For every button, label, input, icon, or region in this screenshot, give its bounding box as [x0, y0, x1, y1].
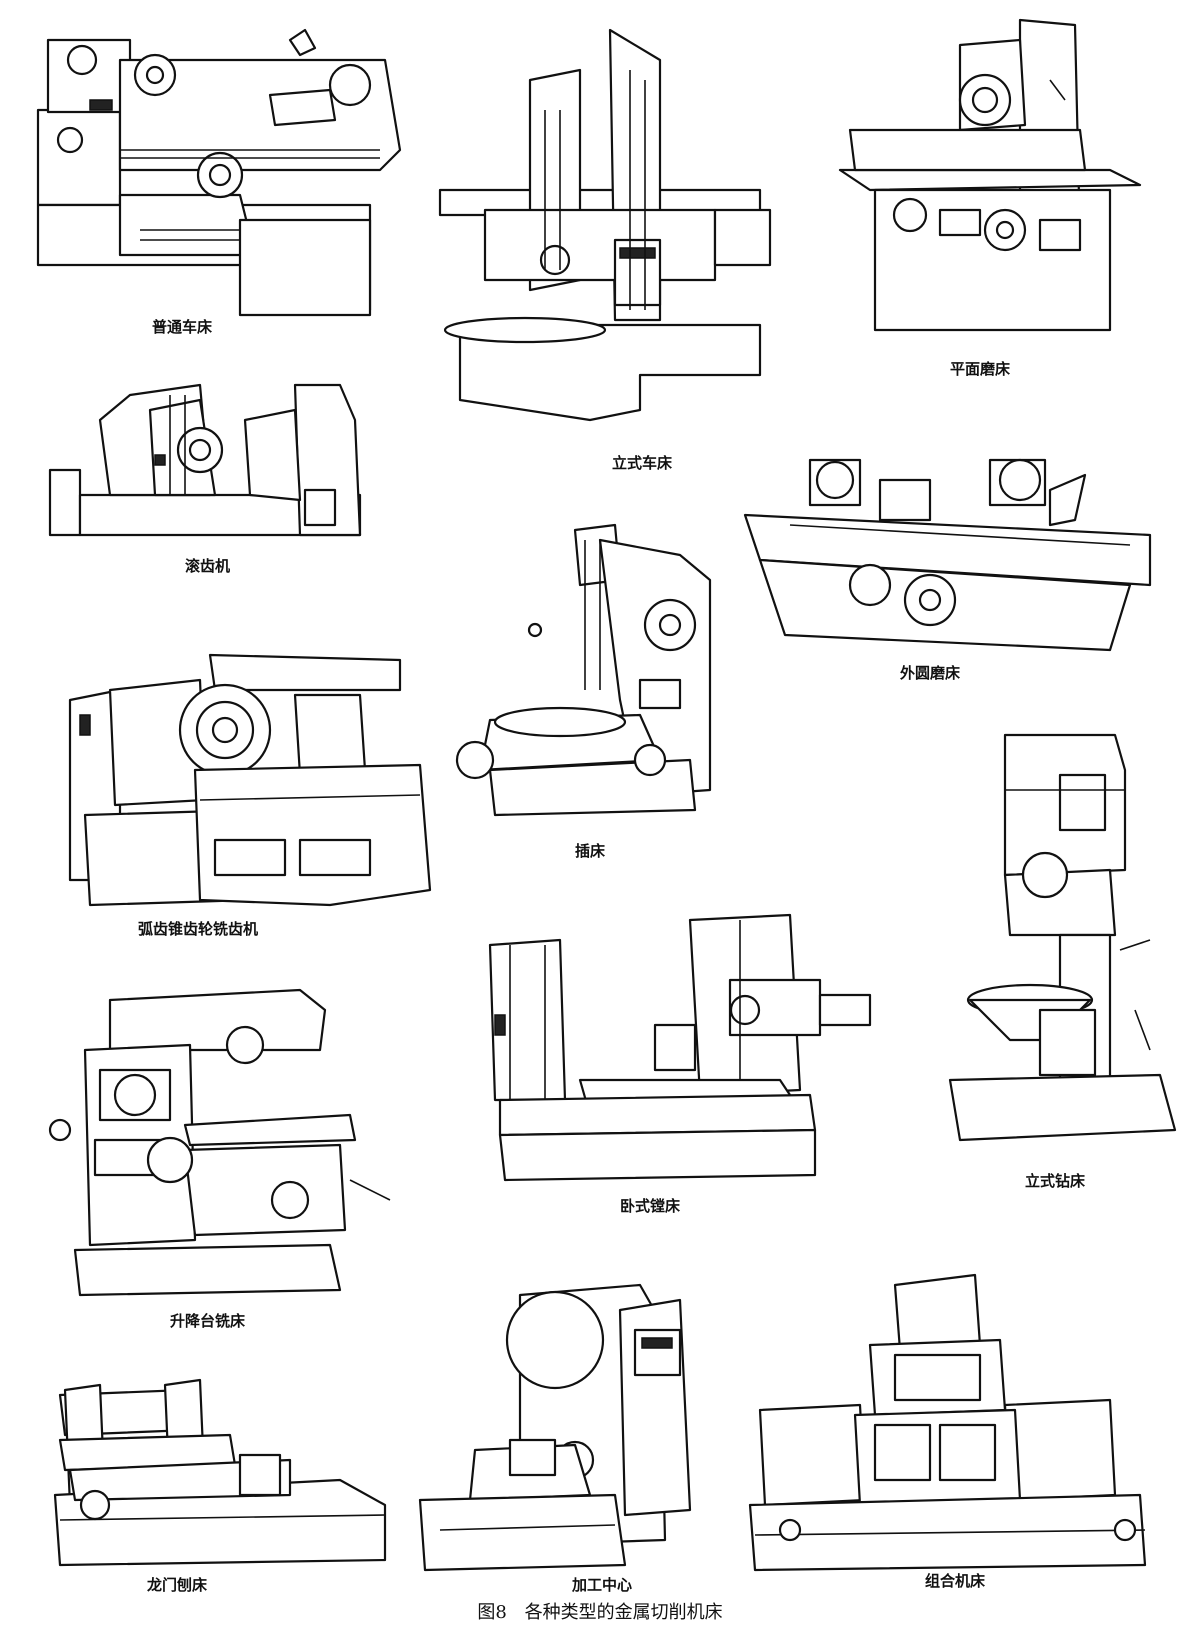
- label-engine-lathe: 普通车床: [152, 318, 213, 336]
- label-machining-center: 加工中心: [572, 1576, 633, 1594]
- figure-title: 各种类型的金属切削机床: [524, 1602, 723, 1623]
- figure-number: 图8: [477, 1602, 507, 1623]
- engine-lathe-drawing: [36, 28, 402, 317]
- combination-machine-tool-drawing: [748, 1273, 1147, 1572]
- label-cylindrical-grinder: 外圆磨床: [900, 664, 961, 682]
- label-planing-machine: 龙门刨床: [147, 1576, 208, 1594]
- label-horizontal-boring-machine: 卧式镗床: [620, 1197, 681, 1215]
- cylindrical-grinder-drawing: [743, 458, 1152, 652]
- vertical-drilling-machine-drawing: [948, 733, 1177, 1142]
- figure-caption: 图8 各种类型的金属切削机床: [0, 1598, 1200, 1624]
- label-knee-type-milling-machine: 升降台铣床: [170, 1312, 246, 1330]
- label-gear-hobbing-machine: 滚齿机: [185, 557, 231, 575]
- label-vertical-drilling-machine: 立式钻床: [1025, 1172, 1086, 1190]
- label-surface-grinder: 平面磨床: [950, 360, 1011, 378]
- label-combination-machine-tool: 组合机床: [925, 1572, 986, 1590]
- vertical-lathe-drawing: [438, 28, 772, 422]
- label-spiral-bevel-gear-milling-machine: 弧齿锥齿轮铣齿机: [138, 920, 259, 938]
- label-slotting-machine: 插床: [575, 842, 606, 860]
- surface-grinder-drawing: [838, 18, 1142, 332]
- planing-machine-drawing: [53, 1378, 387, 1567]
- horizontal-boring-machine-drawing: [488, 913, 872, 1182]
- gear-hobbing-machine-drawing: [48, 383, 362, 537]
- knee-type-milling-machine-drawing: [48, 988, 391, 1297]
- spiral-bevel-gear-milling-machine-drawing: [68, 653, 432, 907]
- slotting-machine-drawing: [455, 523, 712, 817]
- machining-center-drawing: [418, 1283, 692, 1572]
- label-vertical-lathe: 立式车床: [612, 454, 673, 472]
